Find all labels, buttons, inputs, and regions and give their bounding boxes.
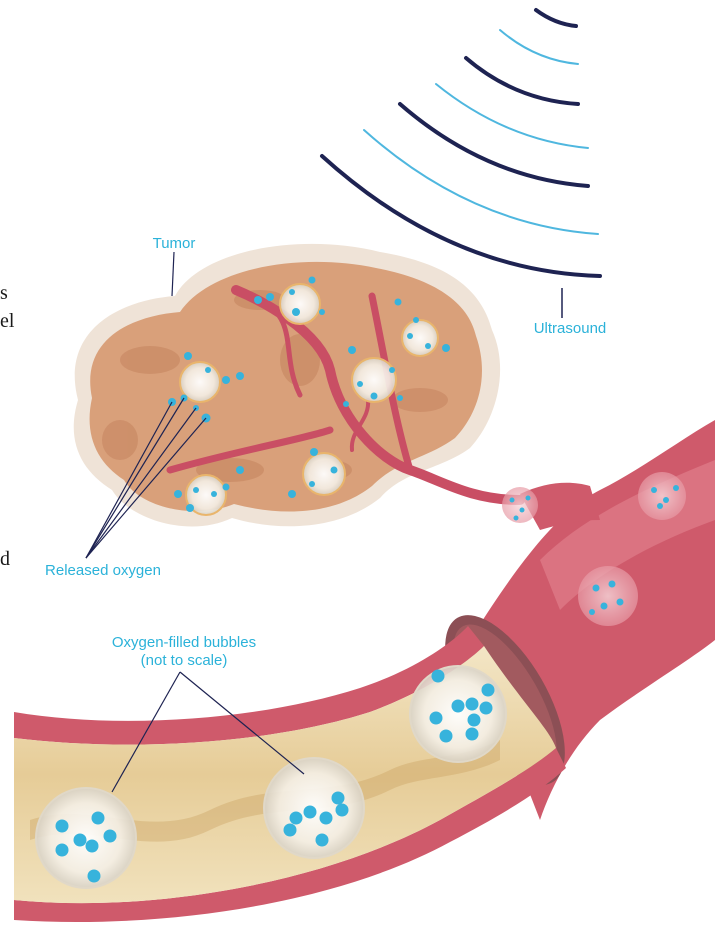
bubbles-label: Oxygen-filled bubbles (not to scale)	[104, 634, 264, 670]
bubbles-label-line2: (not to scale)	[104, 652, 264, 670]
bubbles-label-line1: Oxygen-filled bubbles	[104, 634, 264, 652]
ultrasound-wave	[536, 10, 576, 26]
vessel-bubble	[502, 487, 538, 523]
cropped-text-fragment: el	[0, 310, 14, 332]
ultrasound-wave	[466, 58, 578, 104]
ultrasound-wave	[436, 84, 588, 148]
ultrasound-wave	[400, 104, 588, 186]
tumor-bubble	[303, 453, 345, 495]
cropped-text-fragment: s	[0, 282, 8, 304]
vessel-bubble	[578, 566, 638, 626]
ultrasound-label: Ultrasound	[522, 320, 618, 338]
tumor-leader-line	[172, 252, 174, 296]
tumor-bubble	[280, 284, 320, 324]
released-oxygen-label: Released oxygen	[30, 562, 176, 580]
tumor-label: Tumor	[146, 235, 202, 253]
tumor-bubble	[402, 320, 438, 356]
vessel-bubble	[638, 472, 686, 520]
ultrasound-wave	[500, 30, 578, 64]
cropped-text-fragment: d	[0, 548, 10, 570]
ultrasound-waves	[322, 10, 600, 276]
large-bubble	[410, 666, 506, 762]
